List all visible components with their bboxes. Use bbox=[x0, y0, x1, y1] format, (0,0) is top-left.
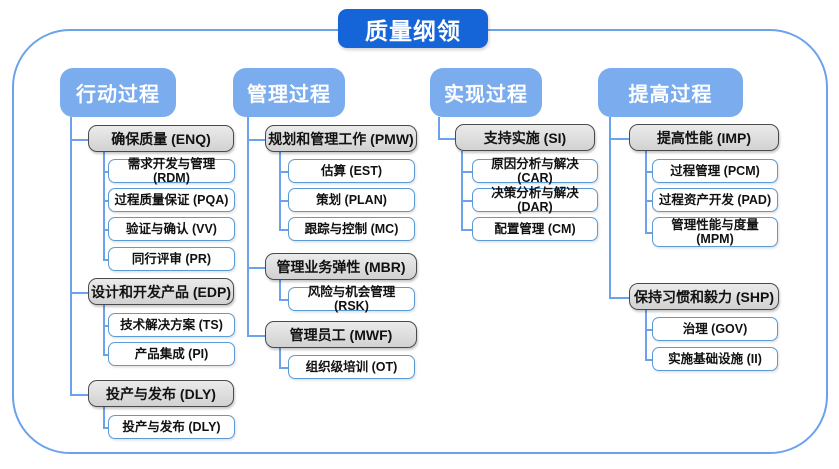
process-group-box: 确保质量 (ENQ) bbox=[88, 125, 234, 152]
connector-line bbox=[70, 117, 72, 394]
diagram-title: 质量纲领 bbox=[338, 9, 488, 48]
connector-line bbox=[70, 292, 88, 294]
process-group-box: 设计和开发产品 (EDP) bbox=[88, 278, 234, 305]
connector-line bbox=[645, 310, 647, 359]
process-item-box: 同行评审 (PR) bbox=[108, 247, 235, 271]
process-item-box: 管理性能与度量 (MPM) bbox=[652, 217, 778, 247]
process-header-0: 行动过程 bbox=[60, 68, 176, 117]
process-header-1: 管理过程 bbox=[233, 68, 345, 117]
process-item-box: 跟踪与控制 (MC) bbox=[288, 217, 415, 241]
process-item-box: 需求开发与管理 (RDM) bbox=[108, 157, 235, 185]
connector-line bbox=[247, 335, 265, 337]
connector-line bbox=[279, 348, 281, 367]
connector-line bbox=[103, 305, 105, 354]
connector-line bbox=[70, 394, 88, 396]
connector-line bbox=[645, 329, 652, 331]
process-item-box: 配置管理 (CM) bbox=[472, 217, 598, 241]
connector-line bbox=[103, 152, 105, 259]
connector-line bbox=[103, 407, 105, 427]
connector-line bbox=[645, 151, 647, 232]
connector-line bbox=[279, 280, 281, 299]
connector-line bbox=[103, 229, 108, 231]
process-group-box: 投产与发布 (DLY) bbox=[88, 380, 234, 407]
process-item-box: 技术解决方案 (TS) bbox=[108, 313, 235, 337]
connector-line bbox=[279, 200, 288, 202]
connector-line bbox=[645, 359, 652, 361]
connector-line bbox=[103, 354, 108, 356]
connector-line bbox=[247, 267, 265, 269]
connector-line bbox=[461, 229, 472, 231]
process-header-2: 实现过程 bbox=[430, 68, 542, 117]
process-group-box: 规划和管理工作 (PMW) bbox=[265, 125, 417, 152]
connector-line bbox=[609, 117, 611, 297]
process-item-box: 过程质量保证 (PQA) bbox=[108, 188, 235, 212]
connector-line bbox=[247, 139, 265, 141]
connector-line bbox=[279, 171, 288, 173]
connector-line bbox=[609, 138, 629, 140]
connector-line bbox=[438, 138, 455, 140]
connector-line bbox=[461, 171, 472, 173]
process-item-box: 风险与机会管理 (RSK) bbox=[288, 285, 415, 313]
connector-line bbox=[461, 151, 463, 229]
process-item-box: 估算 (EST) bbox=[288, 159, 415, 183]
process-item-box: 治理 (GOV) bbox=[652, 317, 778, 341]
connector-line bbox=[279, 367, 288, 369]
connector-line bbox=[279, 152, 281, 229]
process-item-box: 决策分析与解决 (DAR) bbox=[472, 186, 598, 214]
process-item-box: 投产与发布 (DLY) bbox=[108, 415, 235, 439]
connector-line bbox=[103, 259, 108, 261]
process-item-box: 过程管理 (PCM) bbox=[652, 159, 778, 183]
connector-line bbox=[461, 200, 472, 202]
connector-line bbox=[103, 200, 108, 202]
process-group-box: 管理员工 (MWF) bbox=[265, 321, 417, 348]
connector-line bbox=[103, 171, 108, 173]
process-group-box: 管理业务弹性 (MBR) bbox=[265, 253, 417, 280]
connector-line bbox=[645, 171, 652, 173]
connector-line bbox=[279, 299, 288, 301]
connector-line bbox=[438, 117, 440, 138]
connector-line bbox=[279, 229, 288, 231]
process-item-box: 验证与确认 (VV) bbox=[108, 217, 235, 241]
connector-line bbox=[247, 117, 249, 335]
connector-line bbox=[70, 139, 88, 141]
process-item-box: 原因分析与解决 (CAR) bbox=[472, 157, 598, 185]
connector-line bbox=[645, 232, 652, 234]
connector-line bbox=[103, 427, 108, 429]
process-item-box: 实施基础设施 (II) bbox=[652, 347, 778, 371]
process-item-box: 组织级培训 (OT) bbox=[288, 355, 415, 379]
connector-line bbox=[645, 200, 652, 202]
process-item-box: 策划 (PLAN) bbox=[288, 188, 415, 212]
process-group-box: 提高性能 (IMP) bbox=[629, 124, 779, 151]
process-header-3: 提高过程 bbox=[598, 68, 743, 117]
connector-line bbox=[609, 297, 629, 299]
process-item-box: 过程资产开发 (PAD) bbox=[652, 188, 778, 212]
process-item-box: 产品集成 (PI) bbox=[108, 342, 235, 366]
process-group-box: 支持实施 (SI) bbox=[455, 124, 595, 151]
process-group-box: 保持习惯和毅力 (SHP) bbox=[629, 283, 779, 310]
connector-line bbox=[103, 325, 108, 327]
